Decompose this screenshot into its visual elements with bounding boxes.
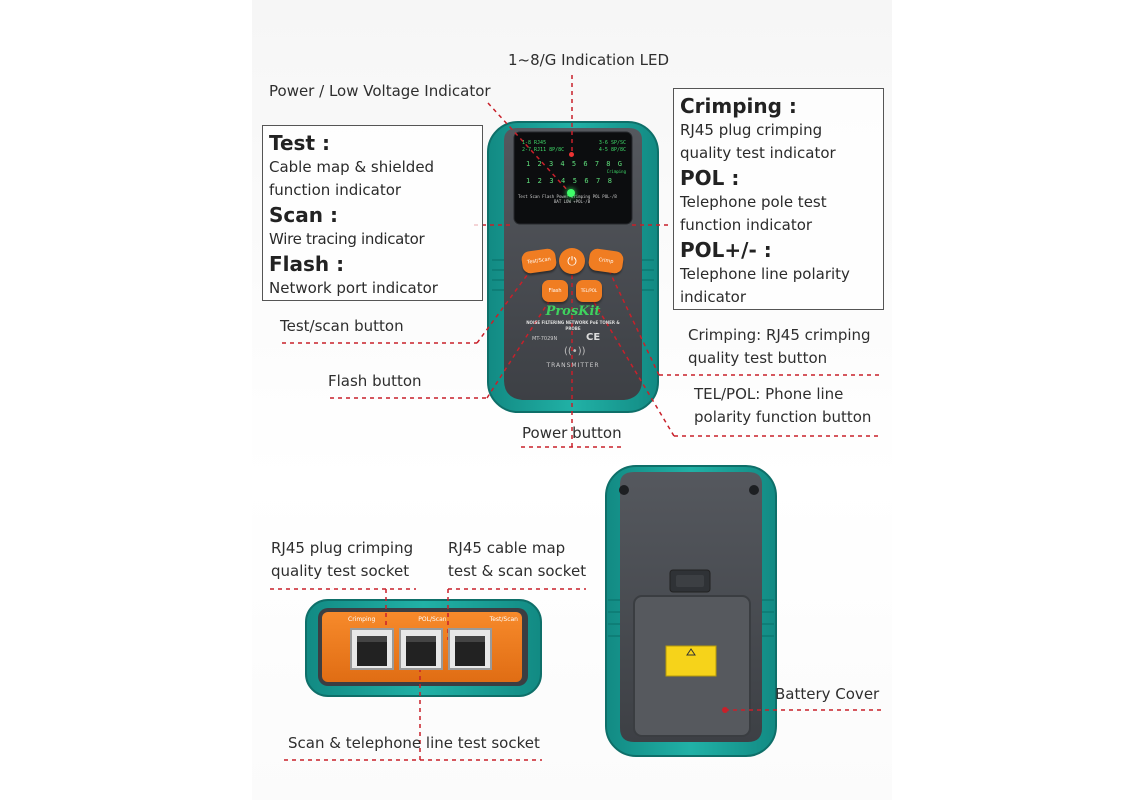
map-socket-label-1: RJ45 cable map bbox=[448, 539, 566, 557]
scan-tel-socket[interactable] bbox=[448, 628, 492, 670]
screen-status: Test Scan Flash Power Crimping POL POL-/… bbox=[518, 194, 617, 199]
test-text-2: function indicator bbox=[269, 181, 402, 199]
crimping-text-2: quality test indicator bbox=[680, 144, 836, 162]
telpol-button-label-2: polarity function button bbox=[694, 408, 872, 426]
pol-title: POL : bbox=[680, 166, 740, 190]
polpm-text-1: Telephone line polarity bbox=[680, 265, 850, 283]
power-button[interactable]: ⏻ bbox=[559, 248, 585, 274]
crimping-button-label-1: Crimping: RJ45 crimping bbox=[688, 326, 871, 344]
screen-status2: BAT LOW +POL-/B bbox=[554, 199, 591, 204]
test-scan-button-label: Test/scan button bbox=[280, 317, 404, 335]
device-subtitle: NOISE FILTERING NETWORK PoE TONER & PROB… bbox=[526, 320, 620, 331]
screen-crimping-label: Crimping bbox=[606, 169, 626, 174]
transmitter-label: TRANSMITTER bbox=[546, 362, 600, 369]
scan-text: Wire tracing indicator bbox=[269, 230, 425, 248]
battery-cover-label: Battery Cover bbox=[775, 685, 880, 703]
active-led-icon bbox=[567, 189, 575, 197]
polpm-text-2: indicator bbox=[680, 288, 747, 306]
crimp-socket-label-2: quality test socket bbox=[271, 562, 410, 580]
led-screen bbox=[513, 131, 633, 225]
flash-button-label: Flash button bbox=[328, 372, 422, 390]
model-number: MT-7029N bbox=[532, 336, 558, 342]
port-label-polscan: POL/Scan bbox=[418, 616, 447, 623]
crimping-button[interactable]: Crimp bbox=[587, 247, 625, 275]
rj45-crimp-socket[interactable] bbox=[350, 628, 394, 670]
crimping-text-1: RJ45 plug crimping bbox=[680, 121, 823, 139]
led-indication-label: 1~8/G Indication LED bbox=[508, 51, 670, 69]
flash-title: Flash : bbox=[269, 252, 345, 276]
screen-row2-right: 4-5 8P/8C bbox=[598, 147, 626, 153]
power-button-label: Power button bbox=[522, 424, 622, 442]
indicator-box-right: Crimping : RJ45 plug crimping quality te… bbox=[673, 88, 884, 310]
rj45-map-socket[interactable] bbox=[399, 628, 443, 670]
ce-mark: CE bbox=[586, 332, 601, 343]
red-led-icon bbox=[569, 152, 574, 157]
warning-label bbox=[665, 645, 717, 677]
diagram-canvas: 1-8 RJ45 3-6 SP/SC 2-7 RJ11 8P/8C 4-5 8P… bbox=[252, 0, 892, 800]
indicator-box-left: Test : Cable map & shielded function ind… bbox=[262, 125, 483, 301]
leader-lines bbox=[270, 75, 882, 761]
transmitter-back-view bbox=[605, 465, 777, 757]
power-icon: ⏻ bbox=[567, 254, 577, 268]
scan-title: Scan : bbox=[269, 203, 338, 227]
crimping-title: Crimping : bbox=[680, 94, 797, 118]
flash-button[interactable]: Flash bbox=[542, 280, 568, 302]
screen-row2-left: 2-7 RJ11 8P/8C bbox=[522, 147, 565, 153]
port-label-testscan: Test/Scan bbox=[489, 616, 518, 623]
screen-row1-left: 1-8 RJ45 bbox=[522, 140, 547, 146]
brand-logo: ProsKit bbox=[545, 304, 601, 319]
pol-text-2: function indicator bbox=[680, 216, 813, 234]
flash-text: Network port indicator bbox=[269, 279, 438, 297]
power-low-voltage-label: Power / Low Voltage Indicator bbox=[269, 82, 491, 100]
map-socket-label-2: test & scan socket bbox=[448, 562, 587, 580]
test-text-1: Cable map & shielded bbox=[269, 158, 435, 176]
tel-pol-button[interactable]: TEL/POL bbox=[576, 280, 602, 302]
telpol-button-label-1: TEL/POL: Phone line bbox=[694, 385, 844, 403]
led-screen-content: 1-8 RJ45 3-6 SP/SC 2-7 RJ11 8P/8C 4-5 8P… bbox=[514, 134, 632, 222]
screen-row1-right: 3-6 SP/SC bbox=[598, 140, 626, 146]
port-label-crimping: Crimping bbox=[348, 616, 376, 623]
pol-text-1: Telephone pole test bbox=[680, 193, 827, 211]
scan-tel-socket-label: Scan & telephone line test socket bbox=[288, 734, 540, 752]
signal-icon: ((•)) bbox=[564, 346, 586, 357]
crimp-socket-label-1: RJ45 plug crimping bbox=[271, 539, 414, 557]
polpm-title: POL+/- : bbox=[680, 238, 772, 262]
crimping-button-label-2: quality test button bbox=[688, 349, 828, 367]
test-title: Test : bbox=[269, 131, 330, 155]
